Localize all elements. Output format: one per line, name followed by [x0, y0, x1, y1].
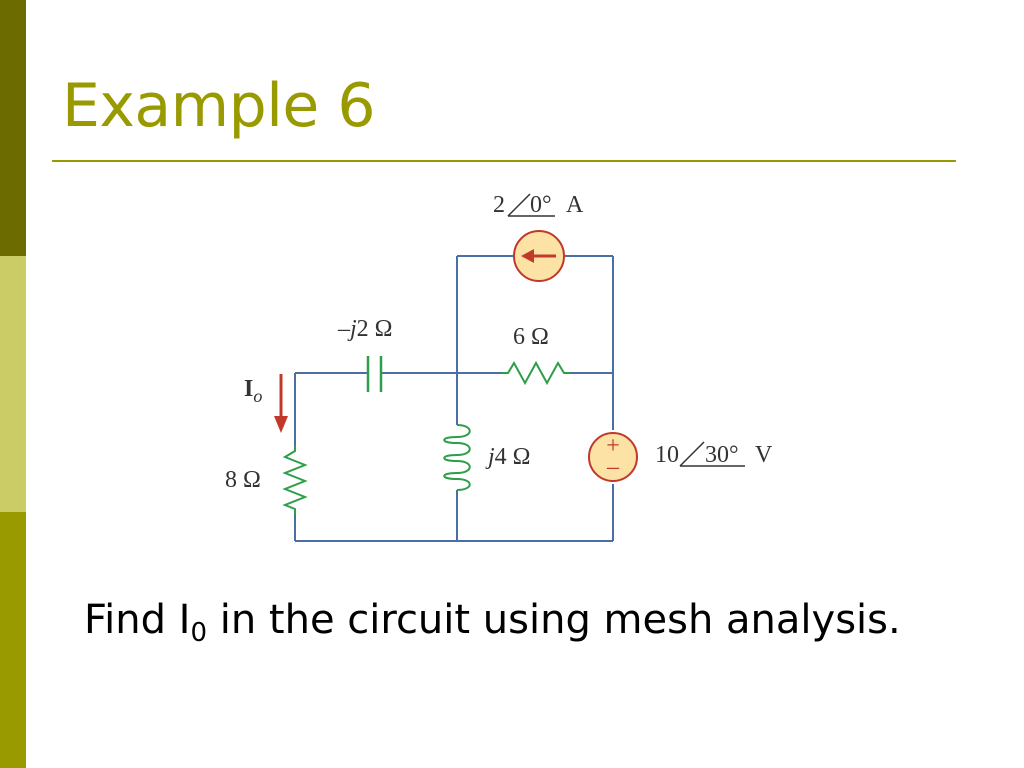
resistor-6-ohm-symbol: [502, 360, 570, 386]
capacitor-symbol: [366, 356, 383, 392]
question-text: Find I0 in the circuit using mesh analys…: [84, 600, 901, 646]
question-text-end: in the circuit using mesh analysis.: [207, 597, 901, 643]
sidebar-top-block: [0, 0, 26, 256]
slide-title: Example 6: [62, 71, 376, 141]
current-io-label: Io: [244, 376, 262, 406]
current-source-angle: 0°: [530, 192, 552, 218]
voltage-source-plus: +: [606, 433, 620, 459]
inductor-label: j4 Ω: [485, 444, 531, 470]
voltage-source-angle-slash: [679, 441, 705, 467]
voltage-source-unit: V: [755, 442, 773, 468]
current-source-symbol: [513, 230, 565, 282]
capacitor-label: –j2 Ω: [337, 316, 393, 342]
voltage-source-minus: –: [606, 454, 620, 480]
current-source-label: 2: [493, 192, 505, 218]
voltage-source-symbol: [588, 432, 638, 482]
resistor-6-ohm-label: 6 Ω: [513, 324, 549, 350]
resistor-8-ohm-label: 8 Ω: [225, 467, 261, 493]
current-source-unit: A: [566, 192, 584, 218]
resistor-8-ohm-symbol: [282, 445, 308, 515]
current-io-arrow: [274, 374, 288, 433]
voltage-source-angle: 30°: [705, 442, 739, 468]
sidebar-bottom-block: [0, 512, 26, 768]
title-underline: [52, 160, 956, 162]
current-source-angle-slash: [507, 193, 531, 217]
question-text-start: Find I: [84, 597, 191, 643]
circuit-wires: [294, 255, 614, 542]
inductor-symbol: [443, 424, 471, 491]
voltage-source-magnitude: 10: [655, 442, 679, 468]
sidebar-middle-block: [0, 256, 26, 512]
question-subscript: 0: [190, 618, 208, 648]
